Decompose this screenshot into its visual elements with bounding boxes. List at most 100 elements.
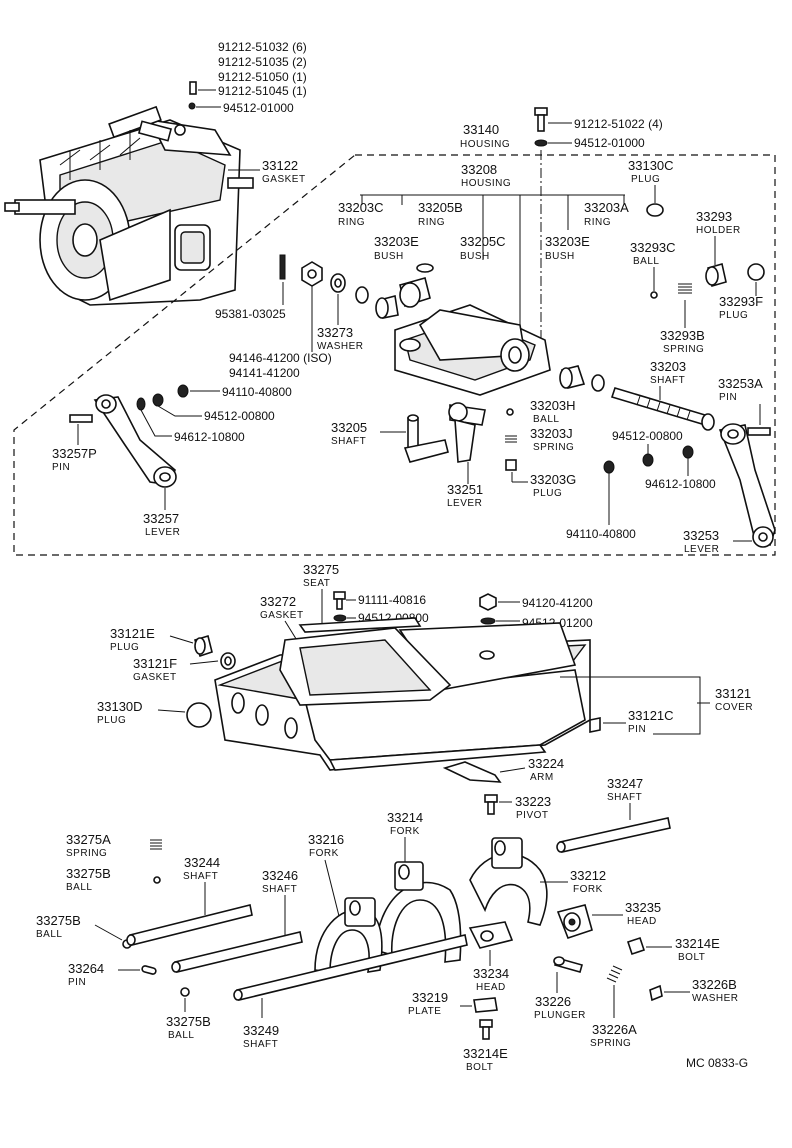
part-33208-name: HOUSING [461,178,511,189]
part-33224-number: 33224 [528,756,564,771]
part-33214E-b-name: BOLT [466,1062,493,1073]
part-33122-name: GASKET [262,174,306,185]
part-number-label: 94512-00800 [204,409,275,423]
part-33226B-name: WASHER [692,993,739,1004]
part-33257P-name: PIN [52,462,70,473]
part-33223-number: 33223 [515,794,551,809]
part-33247-name: SHAFT [607,792,642,803]
part-number-label: 94110-40800 [566,527,636,541]
part-number-label: 91212-51045 (1) [218,84,307,98]
part-33275-number: 33275 [303,562,339,577]
part-33293C-number: 33293C [630,240,676,255]
part-33203C-name: RING [338,217,365,228]
part-33275B-a-number: 33275B [66,866,111,881]
part-33203E-a-name: BUSH [374,251,404,262]
part-33214-number: 33214 [387,810,423,825]
part-33130C-number: 33130C [628,158,674,173]
part-33253-name: LEVER [684,544,719,555]
part-33247-number: 33247 [607,776,643,791]
pin-95381-part [279,254,286,280]
part-33219-number: 33219 [412,990,448,1005]
part-33293B-name: SPRING [663,344,704,355]
part-33251-number: 33251 [447,482,483,497]
part-number-label: 94512-00800 [612,429,683,443]
part-33293B-number: 33293B [660,328,705,343]
part-33214-name: FORK [390,826,420,837]
part-number-label: 95381-03025 [215,307,286,321]
part-33253A-name: PIN [719,392,737,403]
part-number-label: 91212-51022 (4) [574,117,663,131]
part-33273-name: WASHER [317,341,364,352]
part-number-label: 94512-01000 [223,101,294,115]
ring-33205B-part [416,263,434,273]
part-33275A-number: 33275A [66,832,111,847]
part-number-label: 94120-41200 [522,596,593,610]
part-33244-name: SHAFT [183,871,218,882]
part-33203G-name: PLUG [533,488,562,499]
lever-33251-part [448,402,486,463]
fork-33212-part [469,837,548,926]
part-33264-number: 33264 [68,961,104,976]
part-33275A-name: SPRING [66,848,107,859]
part-33203H-number: 33203H [530,398,576,413]
part-33203J-number: 33203J [530,426,573,441]
part-33122-number: 33122 [262,158,298,173]
part-33121C-number: 33121C [628,708,674,723]
arm-33224-part [442,761,502,783]
part-33121E-name: PLUG [110,642,139,653]
part-33203J-name: SPRING [533,442,574,453]
ring-33203C-part [355,286,369,304]
part-33246-name: SHAFT [262,884,297,895]
part-33257P-number: 33257P [52,446,97,461]
part-33121E-number: 33121E [110,626,155,641]
part-33275B-a-name: BALL [66,882,92,893]
part-33121F-name: GASKET [133,672,177,683]
part-33293-number: 33293 [696,209,732,224]
part-33130D-number: 33130D [97,699,143,714]
part-33205C-number: 33205C [460,234,506,249]
part-33130D-name: PLUG [97,715,126,726]
part-33226B-number: 33226B [692,977,737,992]
part-33235-number: 33235 [625,900,661,915]
part-33293C-name: BALL [633,256,659,267]
part-33234-number: 33234 [473,966,509,981]
part-33203A-number: 33203A [584,200,629,215]
cover-33121-part [214,617,591,771]
part-number-label: 94110-40800 [222,385,292,399]
part-number-label: 91212-51035 (2) [218,55,307,69]
part-number-label: 91212-51050 (1) [218,70,307,84]
figure-code: MC 0833-G [686,1056,748,1070]
part-33205-name: SHAFT [331,436,366,447]
part-33273-number: 33273 [317,325,353,340]
part-33226A-name: SPRING [590,1038,631,1049]
part-33212-name: FORK [573,884,603,895]
fork-33214-part [374,861,462,963]
part-33121C-name: PIN [628,724,646,735]
part-33212-number: 33212 [570,868,606,883]
part-33234-name: HEAD [476,982,506,993]
part-33275B-b-name: BALL [36,929,62,940]
part-33249-name: SHAFT [243,1039,278,1050]
part-33140-number: 33140 [463,122,499,137]
fork-33216-part [314,897,383,973]
part-33203-number: 33203 [650,359,686,374]
part-33226A-number: 33226A [592,1022,637,1037]
part-33264-name: PIN [68,977,86,988]
part-33205B-number: 33205B [418,200,463,215]
head-33235-part [556,904,593,940]
part-33216-name: FORK [309,848,339,859]
shaft-33205-part [403,414,449,463]
head-33234-part [468,921,514,949]
part-33203H-name: BALL [533,414,559,425]
shaft-33247-part [559,817,671,853]
part-33293F-name: PLUG [719,310,748,321]
part-33253A-number: 33253A [718,376,763,391]
housing-group-boundary [13,154,776,556]
part-33272-number: 33272 [260,594,296,609]
part-33205-number: 33205 [331,420,367,435]
part-number-label: 91111-40816 [358,593,426,607]
transmission-assembly-illustration [4,81,254,306]
shaft-33203-part [610,387,715,431]
